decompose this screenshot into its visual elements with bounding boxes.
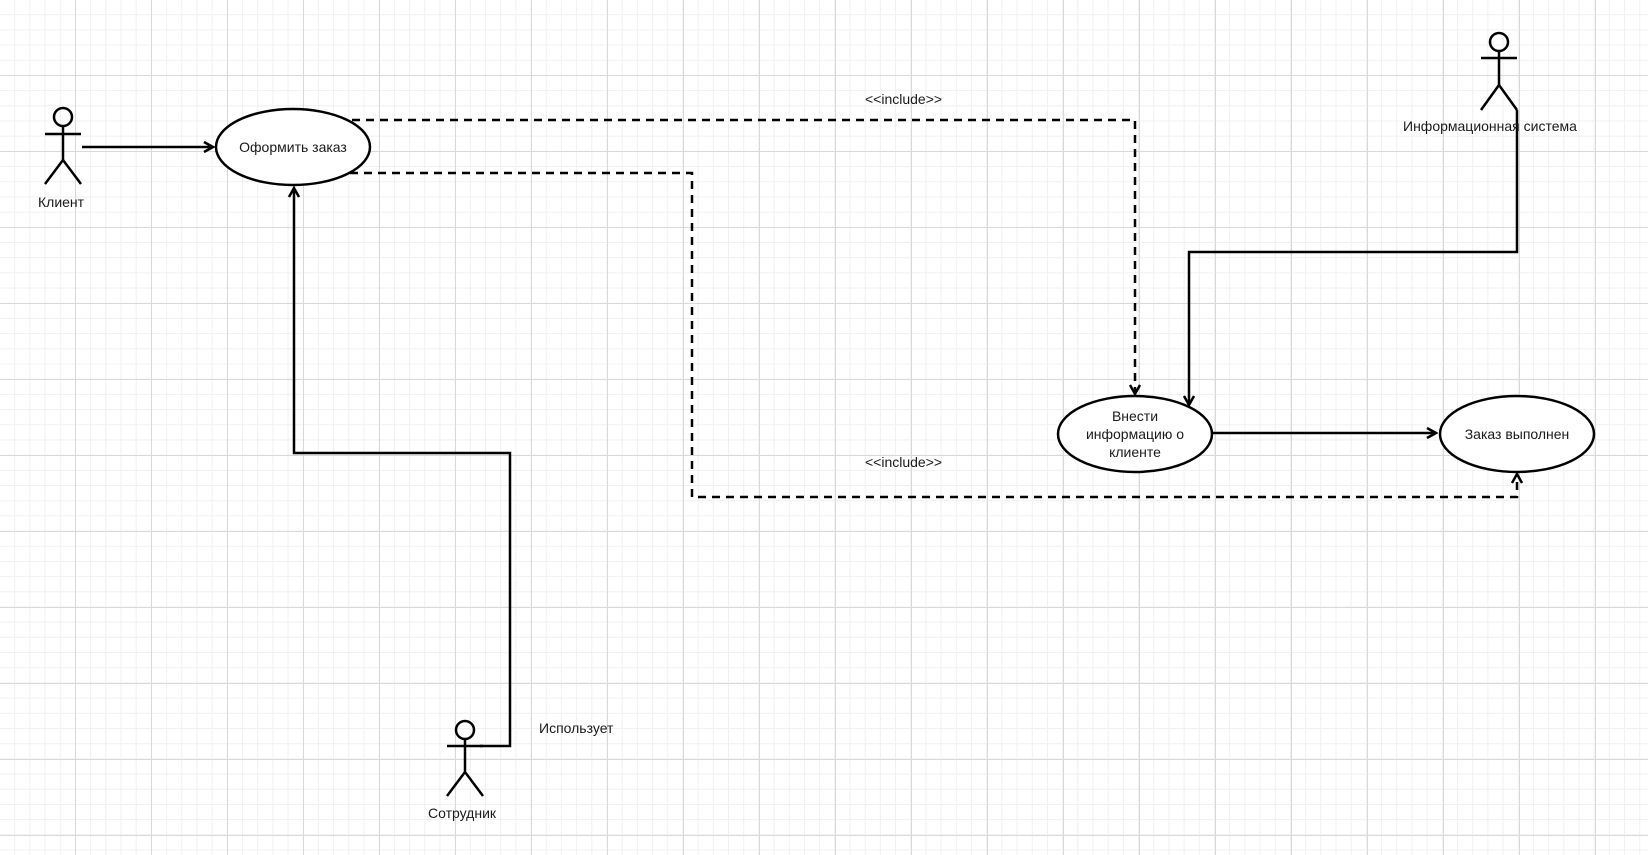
use-case-order-completed-label: Заказ выполнен: [1464, 426, 1570, 442]
actor-info-system-figure[interactable]: [1479, 31, 1519, 111]
include-bottom-connector[interactable]: [350, 171, 1517, 499]
include-top-label: <<include>>: [865, 91, 943, 107]
actor-client-label: Клиент: [38, 194, 85, 210]
employee-to-place-order-association[interactable]: [294, 188, 512, 748]
use-case-enter-client-info-label: Внести информацию о клиенте: [1085, 408, 1185, 460]
info-system-to-enter-info-association[interactable]: [1189, 110, 1519, 405]
include-bottom-label: <<include>>: [865, 454, 943, 470]
actor-client-figure[interactable]: [44, 106, 82, 185]
actor-employee-label: Сотрудник: [428, 805, 497, 821]
include-top-connector[interactable]: [352, 118, 1135, 394]
use-case-enter-client-info[interactable]: [1056, 394, 1214, 474]
use-case-place-order[interactable]: [214, 107, 372, 187]
use-case-order-completed[interactable]: [1438, 394, 1596, 474]
use-case-place-order-label: Оформить заказ: [239, 139, 347, 155]
actor-employee-figure[interactable]: [446, 719, 484, 797]
actor-info-system-label: Информационная система: [1403, 118, 1577, 134]
uses-label: Использует: [539, 720, 614, 736]
